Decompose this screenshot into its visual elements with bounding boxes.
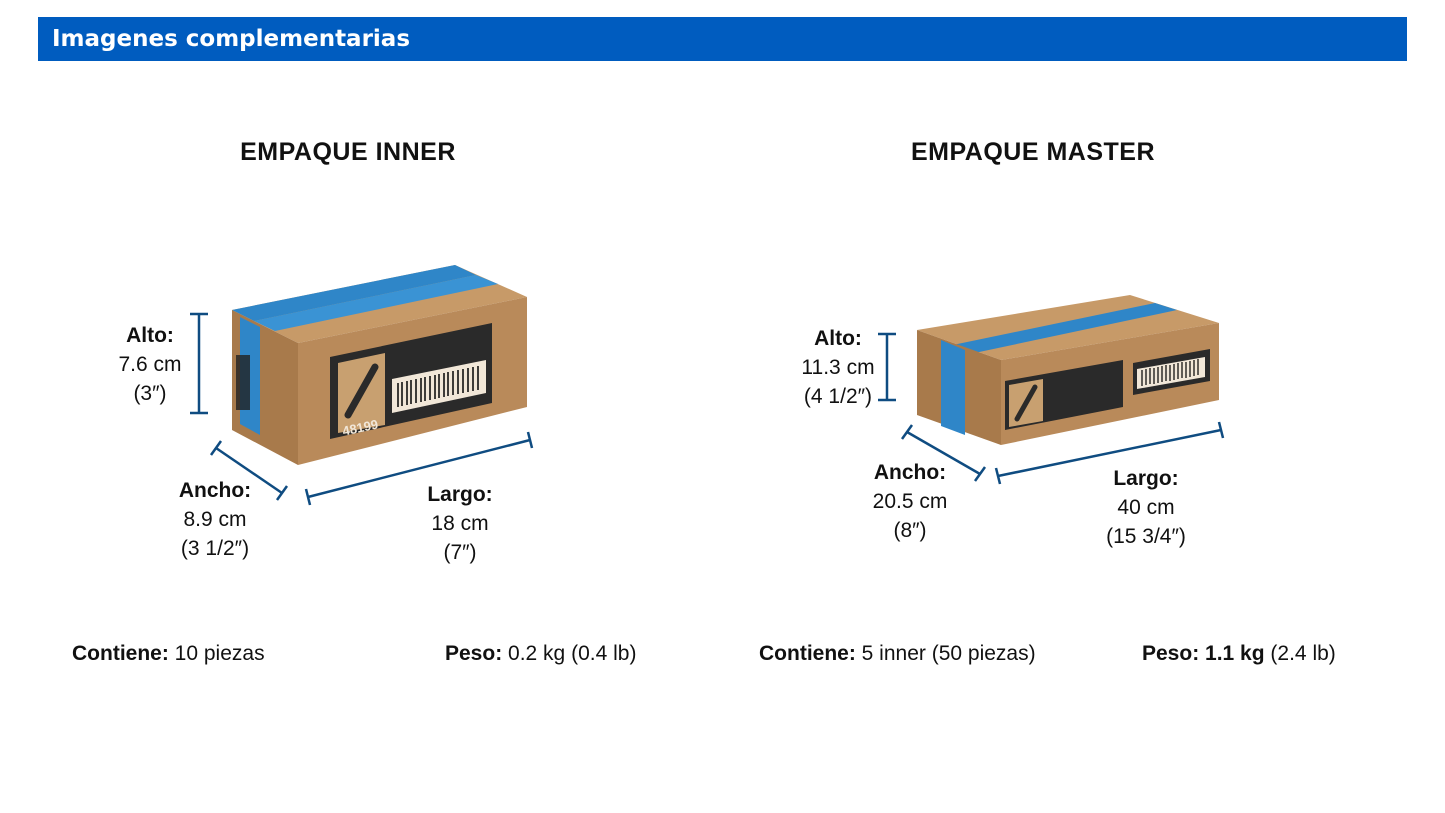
header-title: Imagenes complementarias (52, 26, 411, 52)
inner-section-title: EMPAQUE INNER (240, 138, 456, 166)
master-largo-metric: 40 cm (1117, 496, 1175, 519)
master-ancho-imperial: (8″) (893, 519, 927, 542)
inner-box-image (232, 265, 527, 465)
master-alto-metric: 11.3 cm (801, 356, 875, 379)
master-alto-imperial: (4 1/2″) (803, 385, 873, 408)
inner-ancho-title: Ancho: (178, 479, 252, 502)
master-largo-imperial: (15 3/4″) (1106, 525, 1186, 548)
inner-alto-metric: 7.6 cm (118, 353, 182, 376)
master-peso-value: (2.4 lb) (1270, 642, 1336, 665)
master-peso: Peso: 1.1 kg (2.4 lb) (1142, 642, 1336, 666)
master-ancho-label: Ancho: 20.5 cm (8″) (873, 458, 948, 545)
inner-largo-imperial: (7″) (443, 541, 477, 564)
inner-ancho-label: Ancho: 8.9 cm (3 1/2″) (179, 476, 251, 563)
inner-peso-value: 0.2 kg (0.4 lb) (508, 642, 637, 665)
inner-ancho-imperial: (3 1/2″) (180, 537, 250, 560)
master-peso-value-bold: 1.1 kg (1205, 642, 1265, 665)
master-section-title: EMPAQUE MASTER (910, 138, 1156, 166)
master-largo-title: Largo: (1113, 467, 1179, 490)
inner-contiene-value: 10 piezas (174, 642, 265, 665)
master-contiene-label: Contiene: (759, 642, 856, 665)
master-contiene-value: 5 inner (50 piezas) (861, 642, 1036, 665)
master-box-image (917, 295, 1219, 445)
master-ancho-metric: 20.5 cm (872, 490, 948, 513)
inner-largo-metric: 18 cm (431, 512, 489, 535)
inner-largo-label: Largo: 18 cm (7″) (427, 480, 492, 567)
master-largo-label: Largo: 40 cm (15 3/4″) (1106, 464, 1186, 551)
inner-alto-imperial: (3″) (133, 382, 167, 405)
header-bar: Imagenes complementarias (38, 17, 1407, 61)
inner-alto-title: Alto: (126, 324, 174, 347)
inner-contiene-label: Contiene: (72, 642, 169, 665)
inner-ancho-metric: 8.9 cm (183, 508, 247, 531)
master-peso-label: Peso: (1142, 642, 1200, 665)
master-ancho-title: Ancho: (873, 461, 947, 484)
inner-largo-title: Largo: (427, 483, 493, 506)
master-alto-title: Alto: (814, 327, 862, 350)
inner-peso-label: Peso: (445, 642, 503, 665)
inner-alto-label: Alto: 7.6 cm (3″) (118, 321, 181, 408)
master-contiene: Contiene: 5 inner (50 piezas) (759, 642, 1036, 666)
inner-contiene: Contiene: 10 piezas (72, 642, 265, 666)
inner-peso: Peso: 0.2 kg (0.4 lb) (445, 642, 636, 666)
master-alto-label: Alto: 11.3 cm (4 1/2″) (801, 324, 874, 411)
